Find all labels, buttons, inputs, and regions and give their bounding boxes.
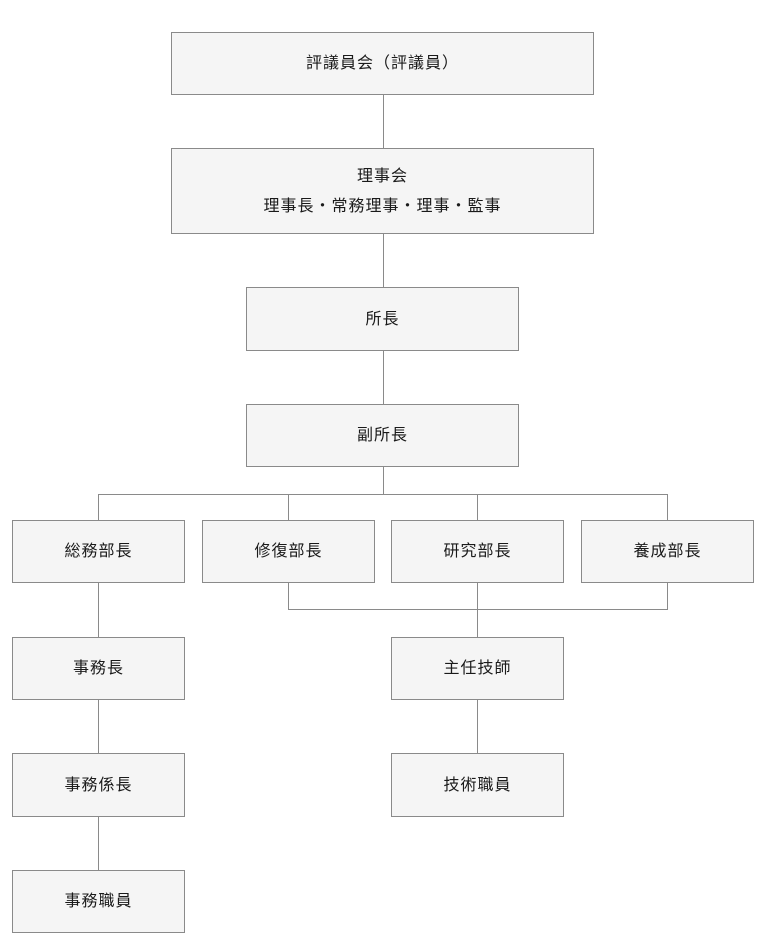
connector-board-director: [383, 234, 384, 287]
connector-council-board: [383, 95, 384, 148]
connector-chief-tech-staff: [477, 700, 478, 753]
connector-to-restoration: [288, 494, 289, 520]
office-staff-label: 事務職員: [64, 891, 133, 911]
research-head-box: 研究部長: [391, 520, 564, 583]
connector-deputy-branch: [383, 467, 384, 494]
connector-lower-bar: [288, 609, 668, 610]
director-box: 所長: [246, 287, 519, 351]
connector-to-general-affairs: [98, 494, 99, 520]
connector-training-down: [667, 583, 668, 609]
office-staff-box: 事務職員: [12, 870, 185, 933]
restoration-head-label: 修復部長: [254, 541, 323, 561]
technical-staff-box: 技術職員: [391, 753, 564, 817]
board-box: 理事会 理事長・常務理事・理事・監事: [171, 148, 594, 234]
office-manager-box: 事務長: [12, 637, 185, 700]
connector-office-manager-chief: [98, 700, 99, 753]
deputy-director-box: 副所長: [246, 404, 519, 467]
council-label: 評議員会（評議員）: [305, 53, 459, 73]
connector-branch-bar: [98, 494, 668, 495]
connector-research-chief-tech: [477, 583, 478, 637]
chief-technician-label: 主任技師: [443, 658, 512, 678]
connector-restoration-down: [288, 583, 289, 609]
general-affairs-head-label: 総務部長: [64, 541, 133, 561]
board-members: 理事長・常務理事・理事・監事: [263, 196, 502, 215]
deputy-director-label: 副所長: [356, 425, 408, 445]
office-chief-label: 事務係長: [64, 774, 133, 794]
office-manager-label: 事務長: [72, 658, 124, 678]
technical-staff-label: 技術職員: [443, 774, 512, 794]
training-head-box: 養成部長: [581, 520, 754, 583]
connector-director-deputy: [383, 351, 384, 404]
connector-general-office-manager: [98, 583, 99, 637]
director-label: 所長: [365, 308, 400, 328]
office-chief-box: 事務係長: [12, 753, 185, 817]
connector-to-research: [477, 494, 478, 520]
general-affairs-head-box: 総務部長: [12, 520, 185, 583]
connector-office-chief-staff: [98, 817, 99, 870]
training-head-label: 養成部長: [633, 541, 702, 561]
council-box: 評議員会（評議員）: [171, 32, 594, 95]
restoration-head-box: 修復部長: [202, 520, 375, 583]
research-head-label: 研究部長: [443, 541, 512, 561]
chief-technician-box: 主任技師: [391, 637, 564, 700]
connector-to-training: [667, 494, 668, 520]
board-title: 理事会: [356, 165, 408, 185]
